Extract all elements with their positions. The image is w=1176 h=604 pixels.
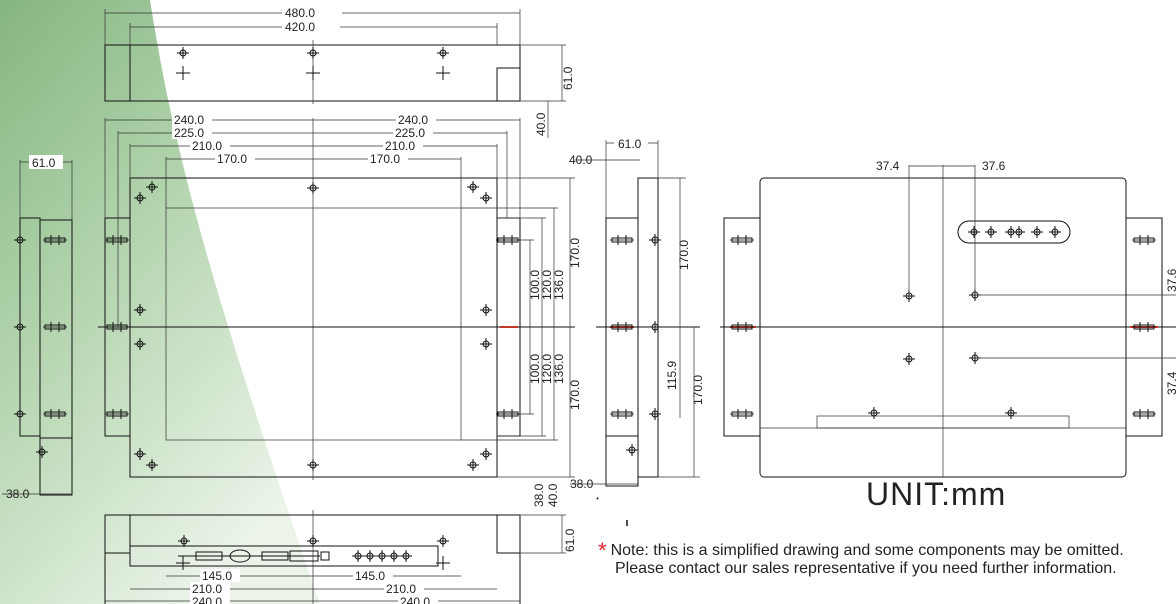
dim-61-side: 61.0 — [618, 137, 642, 151]
dim-136-top: 136.0 — [552, 270, 566, 300]
unit-label: UNIT:mm — [866, 476, 1007, 512]
dim-100-bottom: 100.0 — [528, 354, 542, 384]
dim-170-bottom: 170.0 — [568, 380, 582, 410]
dim-170-side: 170.0 — [677, 240, 691, 270]
dim-376-rear-v: 37.6 — [1165, 268, 1176, 292]
dim-100-top: 100.0 — [528, 270, 542, 300]
dim-376-rear: 37.6 — [982, 159, 1006, 173]
dim-170b-side: 170.0 — [691, 375, 705, 405]
dim-145-right: 145.0 — [355, 569, 385, 583]
dim-240-bottom-left: 240.0 — [192, 595, 222, 604]
green-background-band — [0, 0, 320, 604]
dim-61-top: 61.0 — [561, 66, 575, 90]
rear-view: 37.4 37.6 37.6 37.4 — [720, 159, 1176, 478]
note-line-2: Please contact our sales representative … — [615, 560, 1117, 577]
dim-420: 420.0 — [285, 20, 315, 34]
dim-40-top: 40.0 — [534, 112, 548, 136]
dim-145-left: 145.0 — [202, 569, 232, 583]
dim-170-top: 170.0 — [568, 238, 582, 268]
dim-210-right: 210.0 — [385, 139, 415, 153]
drawing-note: *Note: this is a simplified drawing and … — [598, 540, 1124, 578]
dim-240-left: 240.0 — [174, 113, 204, 127]
dim-210-bottom-right: 210.0 — [386, 582, 416, 596]
dim-61-left: 61.0 — [32, 156, 56, 170]
dim-374-rear-v: 37.4 — [1165, 371, 1176, 395]
dim-210-bottom-left: 210.0 — [192, 582, 222, 596]
front-view: 240.0 240.0 225.0 225.0 210.0 210.0 170.… — [98, 113, 582, 507]
dim-38-left: 38.0 — [6, 487, 30, 501]
dim-480: 480.0 — [285, 6, 315, 20]
note-star-icon: * — [598, 538, 607, 563]
dim-210-left: 210.0 — [192, 139, 222, 153]
dim-240-right: 240.0 — [398, 113, 428, 127]
top-view: 480.0 420.0 61.0 40.0 — [104, 5, 575, 138]
dim-170-left: 170.0 — [217, 152, 247, 166]
dim-115-side: 115.9 — [665, 361, 679, 390]
dim-40-side: 40.0 — [569, 153, 593, 167]
dim-40-front: 40.0 — [546, 483, 560, 507]
dim-136-bottom: 136.0 — [552, 354, 566, 384]
left-side-view: 61.0 38.0 — [2, 155, 73, 501]
dim-240-bottom-right: 240.0 — [400, 595, 430, 604]
dim-61-bottom: 61.0 — [563, 528, 577, 552]
note-line-1: Note: this is a simplified drawing and s… — [610, 542, 1124, 559]
right-side-view: 61.0 40.0 170.0 115.9 170.0 38.0 — [569, 136, 705, 526]
dim-225-left: 225.0 — [174, 126, 204, 140]
dim-120-top: 120.0 — [540, 270, 554, 300]
dim-120-bottom: 120.0 — [540, 354, 554, 384]
dim-374-rear: 37.4 — [876, 159, 900, 173]
dim-225-right: 225.0 — [395, 126, 425, 140]
dim-38-front: 38.0 — [532, 483, 546, 507]
bottom-view: 145.0 145.0 210.0 210.0 240.0 240.0 61.0 — [104, 510, 577, 604]
dim-170-right: 170.0 — [370, 152, 400, 166]
dim-38-side: 38.0 — [570, 477, 594, 491]
